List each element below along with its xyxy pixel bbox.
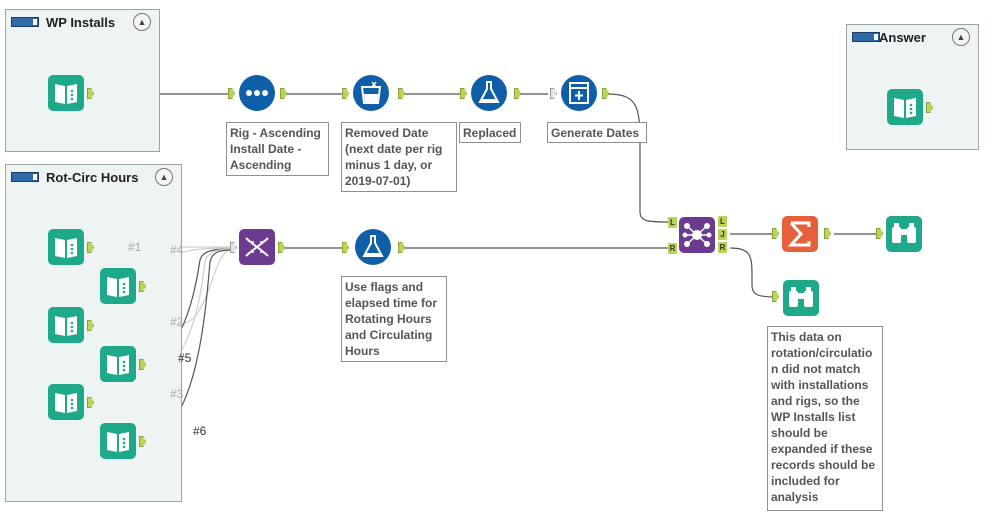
output-anchor[interactable]	[87, 88, 94, 99]
input-tool-wp-installs[interactable]	[47, 74, 85, 112]
book-input-icon	[100, 423, 136, 459]
summarize-tool[interactable]	[781, 215, 819, 253]
wire-label-5: #5	[178, 351, 192, 365]
multi-field-formula-tool[interactable]	[352, 74, 390, 112]
wire-label-1: #1	[128, 240, 142, 254]
output-anchor[interactable]	[87, 397, 94, 408]
container-title: Rot-Circ Hours	[46, 170, 139, 185]
input-tool-4[interactable]	[99, 267, 137, 305]
container-rot-circ-hours[interactable]: Rot-Circ Hours ▲	[5, 164, 182, 502]
book-input-icon	[100, 268, 136, 304]
book-input-icon	[887, 89, 923, 125]
input-tool-3[interactable]	[47, 383, 85, 421]
output-anchor[interactable]	[278, 242, 285, 253]
input-anchor[interactable]	[228, 88, 235, 99]
binoculars-icon	[783, 280, 819, 316]
sort-tool[interactable]	[238, 74, 276, 112]
book-input-icon	[48, 384, 84, 420]
join-network-icon	[679, 217, 715, 253]
book-input-icon	[100, 346, 136, 382]
collapse-button[interactable]: ▲	[133, 13, 151, 31]
beaker-icon	[353, 75, 389, 111]
wire-label-4: #4	[170, 243, 184, 257]
container-wp-installs[interactable]: WP Installs ▲	[5, 9, 160, 152]
output-anchor[interactable]	[926, 102, 933, 113]
annotation-browse-note: This data on rotation/circulatio n did n…	[767, 326, 883, 511]
output-anchor[interactable]	[87, 242, 94, 253]
join-input-left[interactable]: L	[668, 217, 677, 228]
container-title: Answer	[879, 30, 926, 45]
input-tool-answer[interactable]	[886, 88, 924, 126]
join-output-right[interactable]: R	[718, 242, 727, 253]
annotation-sort: Rig - Ascending Install Date - Ascending	[226, 122, 329, 176]
container-title: WP Installs	[46, 15, 116, 30]
input-anchor[interactable]	[876, 228, 883, 239]
join-output-left[interactable]: L	[718, 216, 727, 227]
container-icon	[11, 17, 39, 27]
generate-rows-icon	[561, 75, 597, 111]
dna-icon	[239, 229, 275, 265]
output-anchor[interactable]	[139, 281, 146, 292]
flask-icon	[471, 75, 507, 111]
output-anchor[interactable]	[139, 436, 146, 447]
input-anchor[interactable]	[460, 88, 467, 99]
container-answer[interactable]: Answer ▲	[846, 24, 979, 150]
input-tool-2[interactable]	[47, 306, 85, 344]
input-anchor[interactable]	[772, 228, 779, 239]
annotation-generate-dates: Generate Dates	[547, 122, 647, 143]
input-anchor[interactable]	[342, 88, 349, 99]
join-input-right[interactable]: R	[668, 243, 677, 254]
annotation-removed-date: Removed Date (next date per rig minus 1 …	[341, 122, 457, 192]
output-anchor[interactable]	[139, 359, 146, 370]
output-anchor[interactable]	[280, 88, 287, 99]
sigma-icon	[782, 216, 818, 252]
collapse-button[interactable]: ▲	[155, 168, 173, 186]
annotation-replaced: Replaced	[459, 122, 521, 143]
union-tool[interactable]	[238, 228, 276, 266]
output-anchor[interactable]	[824, 228, 831, 239]
output-anchor[interactable]	[602, 88, 609, 99]
browse-tool-answer[interactable]	[885, 215, 923, 253]
wire-label-3: #3	[170, 387, 184, 401]
browse-tool-unmatched[interactable]	[782, 279, 820, 317]
generate-rows-tool[interactable]	[560, 74, 598, 112]
sort-dots-icon	[239, 75, 275, 111]
formula-tool-rot-circ[interactable]	[354, 228, 392, 266]
flask-icon	[355, 229, 391, 265]
input-anchor[interactable]	[550, 88, 557, 99]
output-anchor[interactable]	[398, 242, 405, 253]
container-icon	[11, 172, 39, 182]
wire-label-6: #6	[193, 424, 207, 438]
join-tool[interactable]	[678, 216, 716, 254]
input-anchor[interactable]	[230, 242, 237, 253]
formula-tool-replaced[interactable]	[470, 74, 508, 112]
annotation-formula-rot-circ: Use flags and elapsed time for Rotating …	[341, 276, 447, 362]
collapse-button[interactable]: ▲	[952, 28, 970, 46]
binoculars-icon	[886, 216, 922, 252]
output-anchor[interactable]	[87, 320, 94, 331]
book-input-icon	[48, 307, 84, 343]
wire-label-2: #2	[170, 315, 184, 329]
book-input-icon	[48, 75, 84, 111]
input-tool-5[interactable]	[99, 345, 137, 383]
output-anchor[interactable]	[398, 88, 405, 99]
input-anchor[interactable]	[342, 242, 349, 253]
input-tool-6[interactable]	[99, 422, 137, 460]
output-anchor[interactable]	[514, 88, 521, 99]
input-tool-1[interactable]	[47, 228, 85, 266]
book-input-icon	[48, 229, 84, 265]
input-anchor[interactable]	[772, 291, 779, 302]
join-output-join[interactable]: J	[718, 229, 727, 240]
container-icon	[852, 32, 880, 42]
